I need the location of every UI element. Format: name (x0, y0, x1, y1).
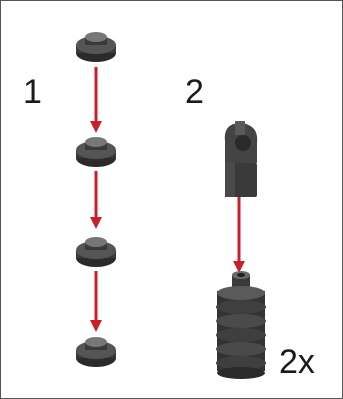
step-number-1: 1 (23, 73, 42, 111)
round-plate-2 (76, 137, 116, 167)
quantity-label: 2x (279, 343, 315, 381)
step-number-2: 2 (185, 73, 204, 111)
round-plate-4 (76, 337, 116, 367)
round-plate-3 (76, 237, 116, 267)
connector-part (224, 121, 258, 197)
round-plate-1 (76, 32, 116, 62)
spring-stack-part (216, 271, 266, 379)
